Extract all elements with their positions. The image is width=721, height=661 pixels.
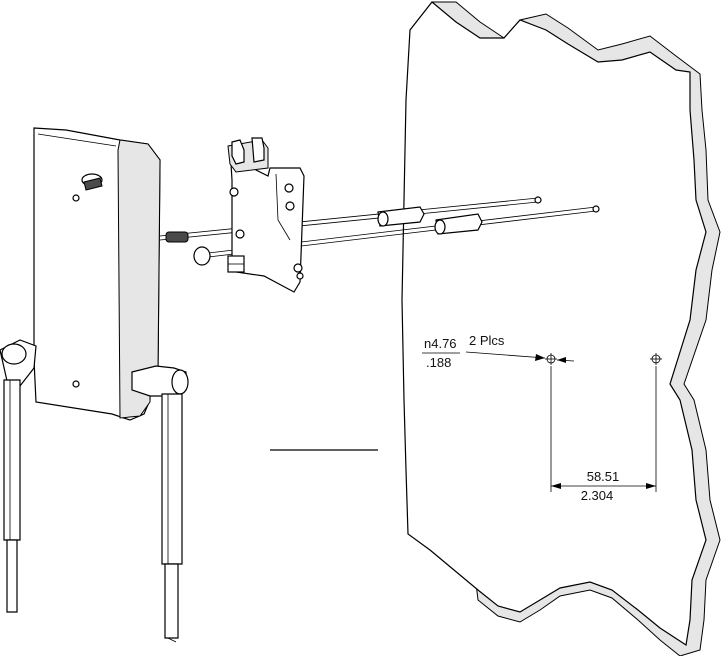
hole-diameter-in: .188 [426, 355, 451, 370]
hole-spacing-in: 2.304 [581, 488, 614, 503]
rail-bracket [0, 128, 188, 642]
hole-quantity: 2 Plcs [469, 333, 505, 348]
hole-diameter-mm: n4.76 [424, 336, 457, 351]
hole-spacing-mm: 58.51 [587, 469, 620, 484]
mounting-plate [228, 138, 304, 292]
wall-panel [402, 2, 720, 656]
